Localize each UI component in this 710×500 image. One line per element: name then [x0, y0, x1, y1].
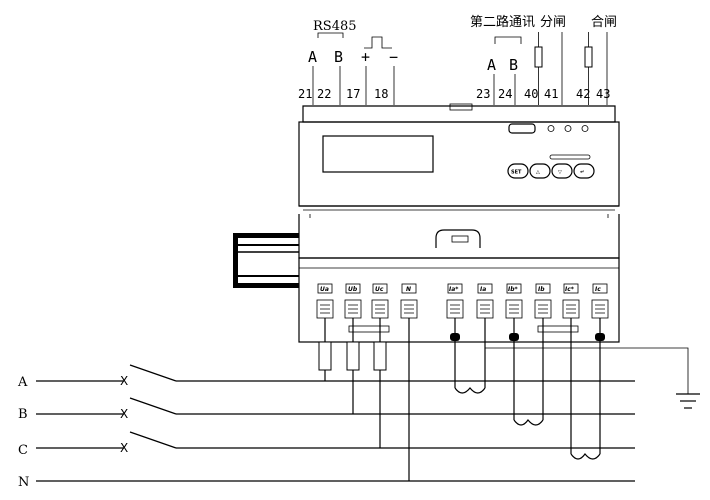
svg-text:Ic*: Ic* [565, 286, 575, 293]
svg-text:X: X [120, 407, 128, 421]
terminal-43: 43 [596, 87, 610, 101]
svg-text:Ia*: Ia* [449, 286, 459, 293]
top-terminal-leads [312, 66, 608, 105]
svg-text:Uc: Uc [375, 286, 384, 293]
rs485-bracket [317, 32, 344, 38]
svg-text:X: X [120, 374, 128, 388]
lcd-display [322, 135, 434, 173]
terminal-23: 23 [476, 87, 490, 101]
terminal-42: 42 [576, 87, 590, 101]
svg-text:Ib*: Ib* [508, 286, 519, 293]
svg-text:Ia: Ia [480, 286, 486, 293]
svg-text:△: △ [536, 170, 540, 176]
indicator-led-1 [547, 125, 555, 132]
enter-button[interactable]: ↵ [573, 163, 595, 179]
second-comm-bracket [494, 36, 522, 44]
terminal-24: 24 [498, 87, 512, 101]
svg-text:N: N [406, 286, 411, 293]
pulse-minus-label: − [389, 48, 398, 66]
phase-c-label: C [18, 443, 28, 458]
voltage-connections [318, 318, 410, 481]
up-button[interactable]: △ [529, 163, 551, 179]
down-button[interactable]: ▽ [551, 163, 573, 179]
open-label: 分闸 [540, 15, 566, 30]
close-label: 合闸 [591, 15, 617, 30]
switch-marks: X X X [120, 374, 128, 455]
pulse-symbol [364, 36, 392, 49]
ground-icon [676, 393, 700, 409]
terminal-17: 17 [346, 87, 360, 101]
neutral-label: N [18, 475, 29, 490]
comm2-a-label: A [487, 56, 496, 74]
svg-text:▽: ▽ [558, 170, 562, 176]
svg-text:Ic: Ic [595, 286, 601, 293]
svg-text:↵: ↵ [580, 170, 584, 176]
svg-text:Ib: Ib [538, 286, 545, 293]
pulse-plus-label: + [361, 48, 370, 66]
rs485-label: RS485 [313, 19, 357, 34]
svg-text:X: X [120, 441, 128, 455]
bottom-terminal-labels: Ua Ub Uc N Ia* Ia Ib* Ib Ic* Ic [317, 283, 608, 294]
current-connections [450, 318, 689, 460]
open-contact-symbol [534, 46, 543, 68]
second-comm-label: 第二路通讯 [470, 14, 535, 30]
svg-text:Ua: Ua [320, 286, 329, 293]
comm-port [508, 123, 536, 134]
terminal-22: 22 [317, 87, 331, 101]
terminal-21: 21 [298, 87, 312, 101]
svg-text:SET: SET [511, 170, 522, 176]
comm2-b-label: B [509, 56, 518, 74]
svg-text:Ub: Ub [348, 286, 358, 293]
bottom-screw-terminals [316, 299, 609, 333]
indicator-led-2 [564, 125, 572, 132]
close-contact-symbol [584, 46, 593, 68]
status-slot [549, 154, 591, 160]
terminal-18: 18 [374, 87, 388, 101]
phase-b-label: B [18, 407, 28, 422]
terminal-40: 40 [524, 87, 538, 101]
terminal-41: 41 [544, 87, 558, 101]
meter-housing [298, 103, 620, 343]
rs485-a-label: A [308, 48, 317, 66]
rs485-b-label: B [334, 48, 343, 66]
set-button[interactable]: SET [507, 163, 529, 179]
phase-wiring [36, 364, 635, 482]
din-rail [233, 233, 299, 288]
phase-a-label: A [17, 375, 28, 390]
indicator-led-3 [581, 125, 589, 132]
